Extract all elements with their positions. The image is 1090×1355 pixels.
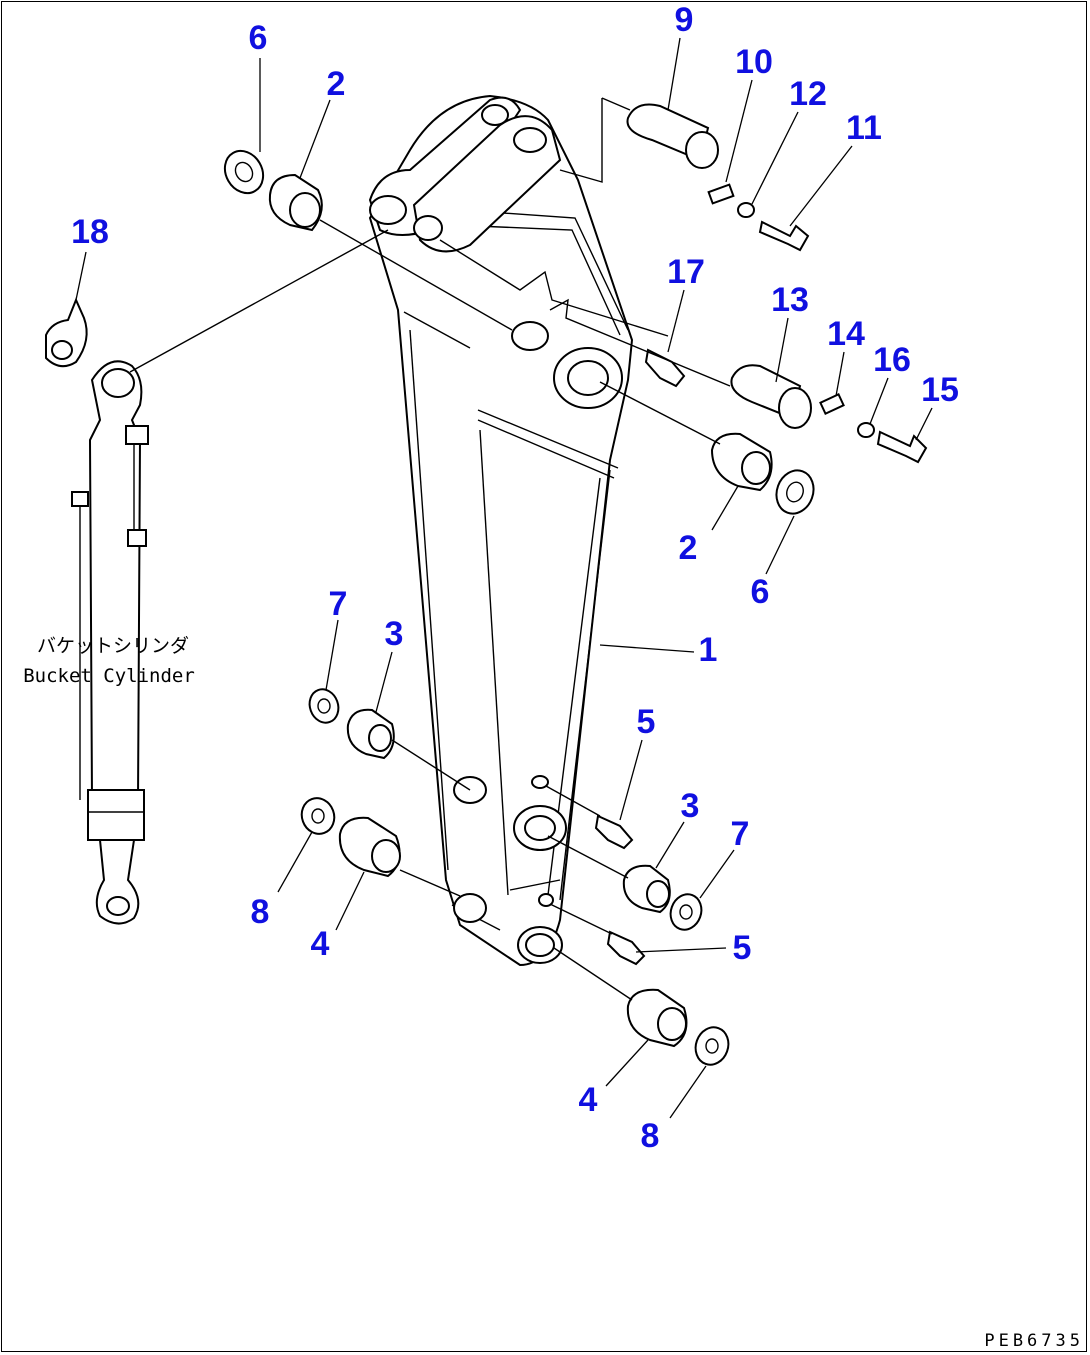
callout-5: 5: [636, 703, 656, 741]
leader-lines: [75, 37, 933, 1119]
callout-10: 10: [735, 43, 773, 81]
part-seal-6-top: [223, 149, 265, 195]
callout-3: 3: [680, 787, 700, 825]
callout-11: 11: [846, 109, 882, 147]
bucket-cylinder: [71, 360, 149, 925]
part-seal-8-right: [694, 1026, 730, 1066]
part-ring-18: [45, 297, 88, 368]
part-seal-7-left: [308, 688, 340, 724]
part-bolt-11: [758, 220, 810, 252]
part-grease-5-top: [594, 814, 634, 850]
callout-3: 3: [384, 615, 404, 653]
callout-9: 9: [674, 1, 694, 39]
assembly-lines: [129, 97, 731, 1001]
callout-2: 2: [678, 529, 698, 567]
cylinder-label-jp: バケットシリンダ: [36, 635, 189, 657]
callout-12: 12: [789, 75, 827, 113]
callout-4: 4: [310, 925, 330, 963]
callout-4: 4: [578, 1081, 598, 1119]
part-grease-17: [644, 348, 686, 388]
callout-1: 1: [698, 631, 718, 669]
callout-17: 17: [667, 253, 705, 291]
part-washer-16: [857, 422, 875, 438]
part-seal-7-right: [669, 893, 703, 931]
callout-6: 6: [248, 19, 268, 57]
callout-7: 7: [730, 815, 750, 853]
arm-body: [368, 94, 634, 967]
part-pin-4-right: [626, 988, 688, 1048]
part-plate-14: [819, 393, 845, 415]
callout-7: 7: [328, 585, 348, 623]
callout-6: 6: [750, 573, 770, 611]
part-bushing-3-left: [346, 708, 395, 760]
part-pin-4-left: [338, 816, 401, 878]
callout-2: 2: [326, 65, 346, 103]
callout-8: 8: [640, 1117, 660, 1155]
part-bolt-15: [876, 430, 928, 464]
callout-5: 5: [732, 929, 752, 967]
part-seal-6-right: [775, 469, 815, 515]
callout-16: 16: [873, 341, 911, 379]
cylinder-label-en: Bucket Cylinder: [23, 665, 195, 687]
part-plate-10: [707, 183, 735, 205]
part-washer-12: [737, 202, 755, 218]
part-pin-9: [626, 103, 719, 169]
callout-18: 18: [71, 213, 109, 251]
callout-8: 8: [250, 893, 270, 931]
part-pin-13: [730, 364, 812, 429]
part-grease-5-bottom: [606, 930, 646, 966]
callout-13: 13: [771, 281, 809, 319]
part-bushing-3-right: [622, 864, 671, 914]
callout-14: 14: [827, 315, 865, 353]
callout-15: 15: [921, 371, 959, 409]
part-bushing-2-right: [710, 432, 773, 492]
document-code: PEB6735: [984, 1331, 1084, 1351]
part-seal-8-left: [300, 797, 336, 835]
part-bushing-2-top: [268, 173, 323, 232]
